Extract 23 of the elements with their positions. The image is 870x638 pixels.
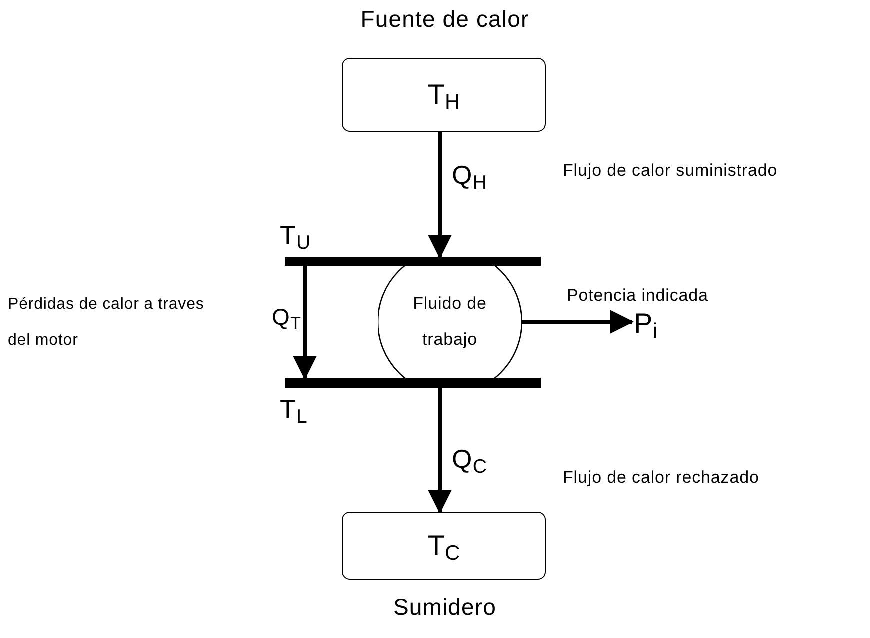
arrow <box>293 266 317 380</box>
arrow <box>428 388 452 514</box>
edge-label: Q$_{H}$ <box>452 159 488 195</box>
edge-label: Potencia indicada <box>567 285 708 307</box>
temperature-box <box>342 512 546 580</box>
node-caption: Sumidero <box>392 593 498 622</box>
edge-label: Q$_{T}$ <box>272 303 302 334</box>
annotation-text: Pérdidas de calor a traves del motor <box>8 295 206 351</box>
power-symbol: P$_{i}$ <box>634 306 668 342</box>
annotation-text: Flujo de calor suministrado <box>563 160 778 182</box>
temperature-label: T$_{H}$ <box>428 78 460 116</box>
temperature-label: T$_{C}$ <box>428 529 460 567</box>
temperature-box <box>342 58 546 132</box>
plate-bar <box>285 257 541 266</box>
arrow <box>428 132 452 259</box>
node-caption: Fuente de calor <box>360 5 530 34</box>
arrow <box>522 310 634 334</box>
annotation-text: Flujo de calor rechazado <box>563 467 760 489</box>
edge-label: Q$_{C}$ <box>452 443 488 479</box>
node-text: Fluido de trabajo <box>412 293 488 351</box>
plate-bar <box>285 378 541 388</box>
node-caption: T$_{U}$ <box>280 219 312 255</box>
node-caption: T$_{L}$ <box>280 393 308 429</box>
